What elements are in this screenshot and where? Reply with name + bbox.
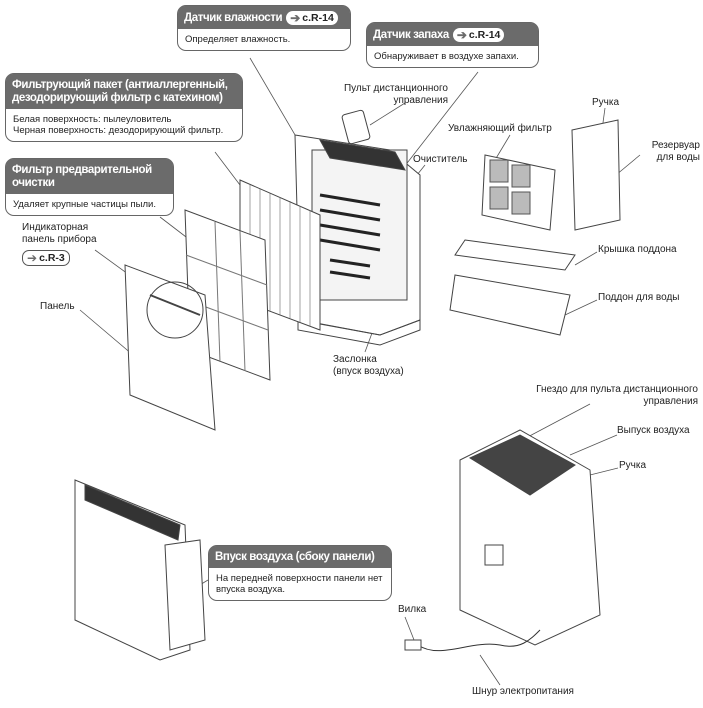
ref-text: c.R-3 — [39, 252, 65, 264]
arrow-right-icon: ➔ — [27, 251, 38, 265]
label-handle-top: Ручка — [592, 97, 620, 108]
remote-drawing — [341, 109, 371, 145]
label-line: Гнездо для пульта дистанционного — [536, 384, 698, 395]
label-plug: Вилка — [398, 604, 427, 615]
page-reference: ➔c.R-14 — [286, 11, 338, 25]
label-air-outlet: Выпуск воздуха — [617, 425, 690, 436]
callout-text: Белая поверхность: пылеуловитель — [13, 114, 172, 125]
label-damper: Заслонка(впуск воздуха) — [333, 354, 404, 378]
callout-text: Черная поверхность: дезодорирующий фильт… — [13, 125, 224, 136]
label-line: Резервуар — [651, 140, 700, 151]
assembled-unit-rear-drawing — [404, 429, 601, 652]
front-panel-drawing — [124, 264, 216, 431]
label-panel: Панель — [40, 301, 75, 312]
label-water-tray: Поддон для воды — [598, 292, 680, 303]
callout-text: Удаляет крупные частицы пыли. — [13, 199, 157, 210]
arrow-right-icon: ➔ — [456, 27, 467, 42]
label-line: управления — [643, 396, 698, 407]
callout-title: Фильтр предварительной — [12, 164, 152, 176]
label-line: Пульт дистанционного — [343, 83, 448, 94]
callout-title: очистки — [12, 177, 55, 189]
label-line: панель прибора — [22, 234, 97, 245]
callout-text: На передней поверхности панели нет — [216, 573, 383, 584]
label-line: для воды — [656, 152, 700, 163]
purifier-body-drawing — [294, 134, 421, 346]
callout-text: Определяет влажность. — [185, 34, 291, 46]
label-line: Индикаторная — [22, 222, 89, 233]
callout-title: Датчик запаха — [373, 29, 449, 42]
ref-text: c.R-14 — [302, 11, 334, 24]
callout-text: Обнаруживает в воздухе запахи. — [374, 51, 519, 63]
label-tray-cover: Крышка поддона — [598, 244, 677, 255]
arrow-right-icon: ➔ — [290, 10, 301, 25]
label-handle-rear: Ручка — [619, 460, 647, 471]
page-reference: ➔c.R-14 — [452, 27, 505, 42]
callout-title: Фильтрующий пакет (антиаллергенный, — [12, 79, 228, 91]
label-line: (впуск воздуха) — [333, 366, 404, 377]
ref-text: c.R-14 — [468, 28, 501, 41]
callout-title: Впуск воздуха (сбоку панели) — [209, 546, 391, 568]
label-purifier: Очиститель — [413, 154, 468, 165]
label-line: Заслонка — [333, 354, 377, 365]
callout-odor-sensor: Датчик запаха➔c.R-14 Обнаруживает в возд… — [366, 22, 539, 69]
callout-humidity-sensor: Датчик влажности➔c.R-14 Определяет влажн… — [177, 5, 351, 52]
humidifier-parts-drawing — [449, 119, 621, 336]
page-reference: ➔c.R-3 — [22, 250, 70, 266]
callout-title: дезодорирующий фильтр с катехином) — [12, 92, 223, 104]
callout-air-intake-side: Впуск воздуха (сбоку панели) На передней… — [208, 545, 392, 601]
callout-filter-pack: Фильтрующий пакет (антиаллергенный,дезод… — [5, 73, 243, 142]
assembled-unit-front-drawing — [74, 479, 206, 661]
callout-title: Датчик влажности — [184, 12, 283, 25]
label-line: управления — [393, 95, 448, 106]
label-power-cord: Шнур электропитания — [472, 686, 574, 697]
callout-text: впуска воздуха. — [216, 584, 285, 595]
label-humidifying-filter: Увлажняющий фильтр — [448, 123, 552, 134]
